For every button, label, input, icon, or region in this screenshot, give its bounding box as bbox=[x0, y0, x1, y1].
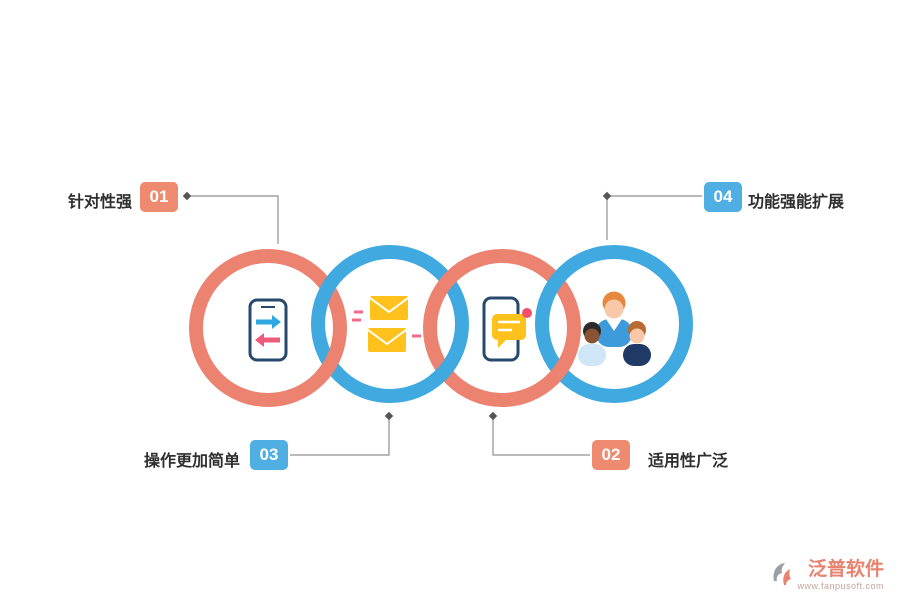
connector-diamond-01 bbox=[182, 191, 192, 201]
vendor-logo-icon bbox=[774, 563, 792, 585]
ring-2-blue bbox=[311, 245, 469, 403]
feature-label-02: 适用性广泛 bbox=[648, 453, 729, 470]
ring-1-weave-arc bbox=[316, 348, 343, 381]
connector-diamond-04 bbox=[602, 191, 612, 201]
connector-line-04 bbox=[602, 191, 702, 240]
vendor-logo-name: 泛普软件 bbox=[807, 559, 884, 580]
connector-line-03 bbox=[290, 411, 394, 456]
smartphone-transfer-icon bbox=[248, 298, 288, 362]
vendor-logo-url: www.fanpusoft.com bbox=[797, 581, 884, 591]
team-icon bbox=[578, 291, 651, 366]
ring-2-weave-arc bbox=[429, 356, 459, 387]
feature-badge-04: 04 bbox=[704, 182, 742, 212]
smartphone-message-icon bbox=[482, 296, 532, 362]
ring-4-blue bbox=[535, 245, 693, 403]
feature-label-01: 针对性强 bbox=[68, 194, 133, 211]
ring-3-weave-arc bbox=[545, 356, 573, 387]
feature-badge-01: 01 bbox=[140, 182, 178, 212]
connector-line-02 bbox=[488, 411, 590, 456]
ring-1-coral bbox=[189, 249, 347, 407]
ring-3-coral bbox=[423, 249, 581, 407]
feature-label-04: 功能强能扩展 bbox=[748, 194, 845, 211]
mail-icon bbox=[352, 296, 421, 352]
vendor-logo: 泛普软件 www.fanpusoft.com bbox=[771, 559, 884, 592]
feature-badge-02: 02 bbox=[592, 440, 630, 470]
connector-line-01 bbox=[182, 191, 279, 244]
connector-diamond-02 bbox=[488, 411, 498, 421]
feature-badge-03: 03 bbox=[250, 440, 288, 470]
connector-diamond-03 bbox=[384, 411, 394, 421]
feature-label-03: 操作更加简单 bbox=[144, 453, 241, 470]
